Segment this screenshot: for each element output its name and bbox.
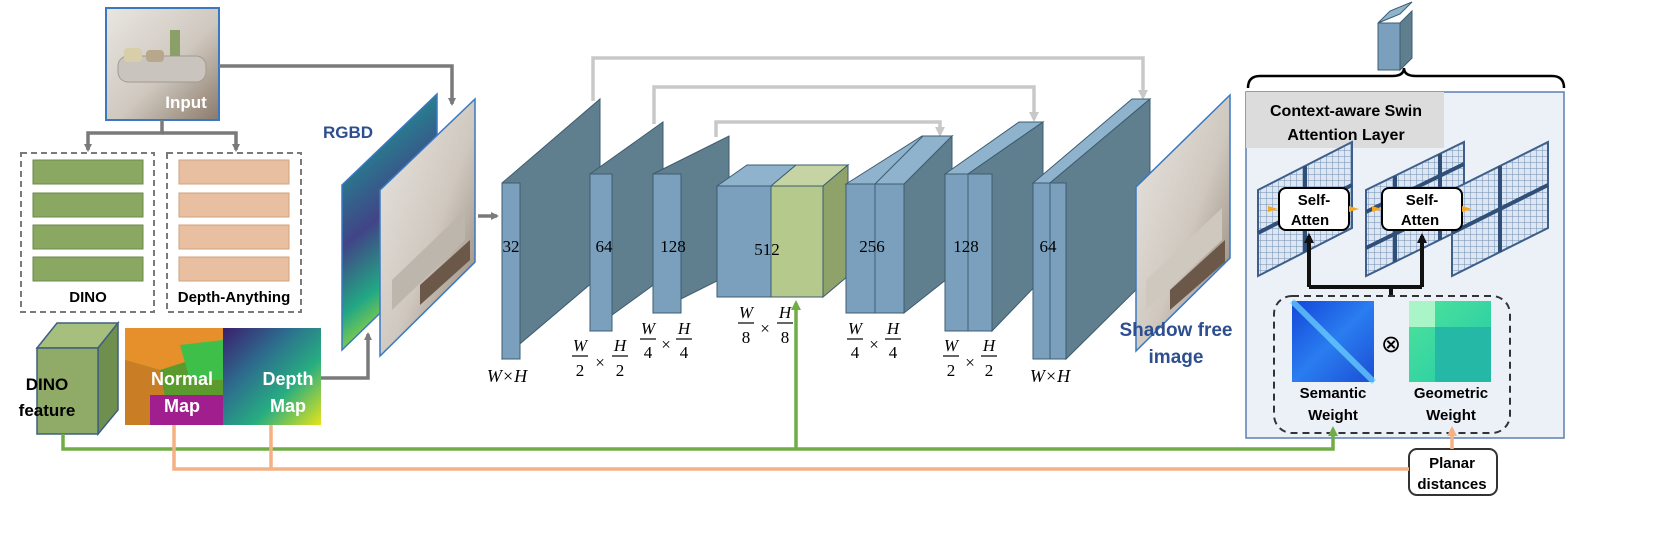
unet-block-1 [501, 97, 601, 361]
channel-label-512: 512 [754, 240, 780, 259]
input-to-rgbd-arrow [219, 64, 456, 106]
dino-encoder: DINO [20, 152, 155, 313]
channel-label-128-dec: 128 [953, 237, 979, 256]
depth-anything-label: Depth-Anything [178, 289, 290, 306]
depth-anything-encoder: Depth-Anything [166, 152, 302, 313]
svg-text:W: W [944, 336, 960, 355]
svg-text:2: 2 [947, 361, 956, 380]
svg-text:2: 2 [985, 361, 994, 380]
channel-label-256: 256 [859, 237, 885, 256]
shadow-free-label-2: image [1149, 347, 1204, 368]
depth-map-image: Depth Map [223, 328, 321, 425]
dino-label: DINO [69, 289, 107, 306]
svg-text:W: W [848, 319, 864, 338]
size-label-dec-half: W 2 × H 2 [943, 336, 997, 380]
svg-text:W×H: W×H [487, 366, 528, 386]
input-to-encoders-arrows [84, 120, 240, 152]
rgbd-label: RGBD [323, 123, 373, 142]
svg-text:W: W [739, 303, 755, 322]
svg-text:H: H [613, 336, 628, 355]
svg-text:4: 4 [644, 343, 653, 362]
size-label-dec-quarter: W 4 × H 4 [847, 319, 901, 362]
channel-label-128-enc: 128 [660, 237, 686, 256]
channel-label-64-dec: 64 [1040, 237, 1058, 256]
normal-map-image: Normal Map [125, 328, 223, 425]
skip-connections [591, 56, 1148, 137]
svg-text:W×H: W×H [1030, 366, 1071, 386]
input-image: Input [105, 7, 220, 121]
size-label-enc-quarter: W 4 × H 4 [640, 319, 692, 362]
planar-distances-box: Planar distances [1408, 448, 1498, 496]
svg-text:×: × [595, 353, 605, 372]
svg-text:×: × [965, 353, 975, 372]
svg-text:×: × [661, 335, 671, 354]
dino-feature-cube [35, 320, 120, 437]
semantic-weight-map [1289, 298, 1377, 385]
svg-text:8: 8 [781, 328, 790, 347]
self-atten-box-1: Self- Atten [1278, 187, 1350, 231]
size-label-enc-half: W 2 × H 2 [572, 336, 628, 380]
weight-group [1273, 295, 1511, 434]
svg-text:2: 2 [576, 361, 585, 380]
normal-map-label-1: Normal [151, 369, 213, 389]
svg-text:Planar: Planar [1429, 455, 1475, 472]
depth-map-label-2: Map [270, 396, 306, 416]
size-label-bottleneck: W 8 × H 8 [738, 303, 793, 347]
unet-block-6 [943, 121, 1045, 333]
semantic-weight-label-1: Semantic [1300, 385, 1367, 402]
shadow-free-label-1: Shadow free [1120, 320, 1233, 341]
geometry-feature-line [172, 425, 1457, 471]
svg-text:2: 2 [616, 361, 625, 380]
svg-text:Atten: Atten [1291, 212, 1329, 229]
svg-text:×: × [760, 319, 770, 338]
dino-feature-label-2: feature [19, 401, 76, 420]
svg-text:distances: distances [1417, 476, 1486, 493]
weight-to-attention-arrows [1304, 233, 1427, 296]
otimes-symbol: ⊗ [1381, 331, 1401, 358]
unet-block-3 [652, 135, 730, 314]
self-atten-box-2: Self- Atten [1381, 187, 1463, 231]
svg-text:H: H [886, 319, 901, 338]
unet-block-7 [1031, 97, 1152, 361]
swin-feature-token [1377, 1, 1413, 72]
svg-text:W: W [573, 336, 589, 355]
unet-block-2 [589, 121, 664, 332]
dino-feature-label-1: DINO [26, 375, 69, 394]
svg-text:Atten: Atten [1401, 212, 1439, 229]
unet-bottleneck [715, 163, 850, 299]
size-label-dec-full: W×H [1030, 366, 1071, 386]
svg-text:Self-: Self- [1298, 192, 1331, 209]
shadow-free-image [1135, 93, 1231, 353]
panel-brace [1246, 67, 1566, 89]
channel-label-64: 64 [596, 237, 614, 256]
dino-feature-line [61, 300, 1338, 451]
semantic-weight-label-2: Weight [1308, 407, 1358, 424]
rgbd-input-stack [341, 92, 476, 358]
svg-text:H: H [982, 336, 997, 355]
depth-map-label-1: Depth [263, 369, 314, 389]
normal-map-label-2: Map [164, 396, 200, 416]
svg-text:Self-: Self- [1406, 192, 1439, 209]
input-label: Input [165, 93, 207, 112]
geometric-weight-map [1409, 301, 1491, 382]
svg-text:4: 4 [851, 343, 860, 362]
svg-text:H: H [778, 303, 793, 322]
unet-block-5 [844, 134, 954, 315]
panel-title-2: Attention Layer [1287, 127, 1404, 144]
svg-text:4: 4 [889, 343, 898, 362]
channel-label-32: 32 [503, 237, 520, 256]
panel-title-1: Context-aware Swin [1270, 103, 1422, 120]
geometric-weight-label-2: Weight [1426, 407, 1476, 424]
depth-to-rgbd-arrow [321, 332, 372, 380]
svg-text:4: 4 [680, 343, 689, 362]
attention-dots [1268, 206, 1472, 212]
size-label-enc-full: W×H [487, 366, 528, 386]
svg-text:×: × [869, 335, 879, 354]
svg-text:W: W [641, 319, 657, 338]
geometric-weight-label-1: Geometric [1414, 385, 1488, 402]
svg-text:8: 8 [742, 328, 751, 347]
svg-text:H: H [677, 319, 692, 338]
